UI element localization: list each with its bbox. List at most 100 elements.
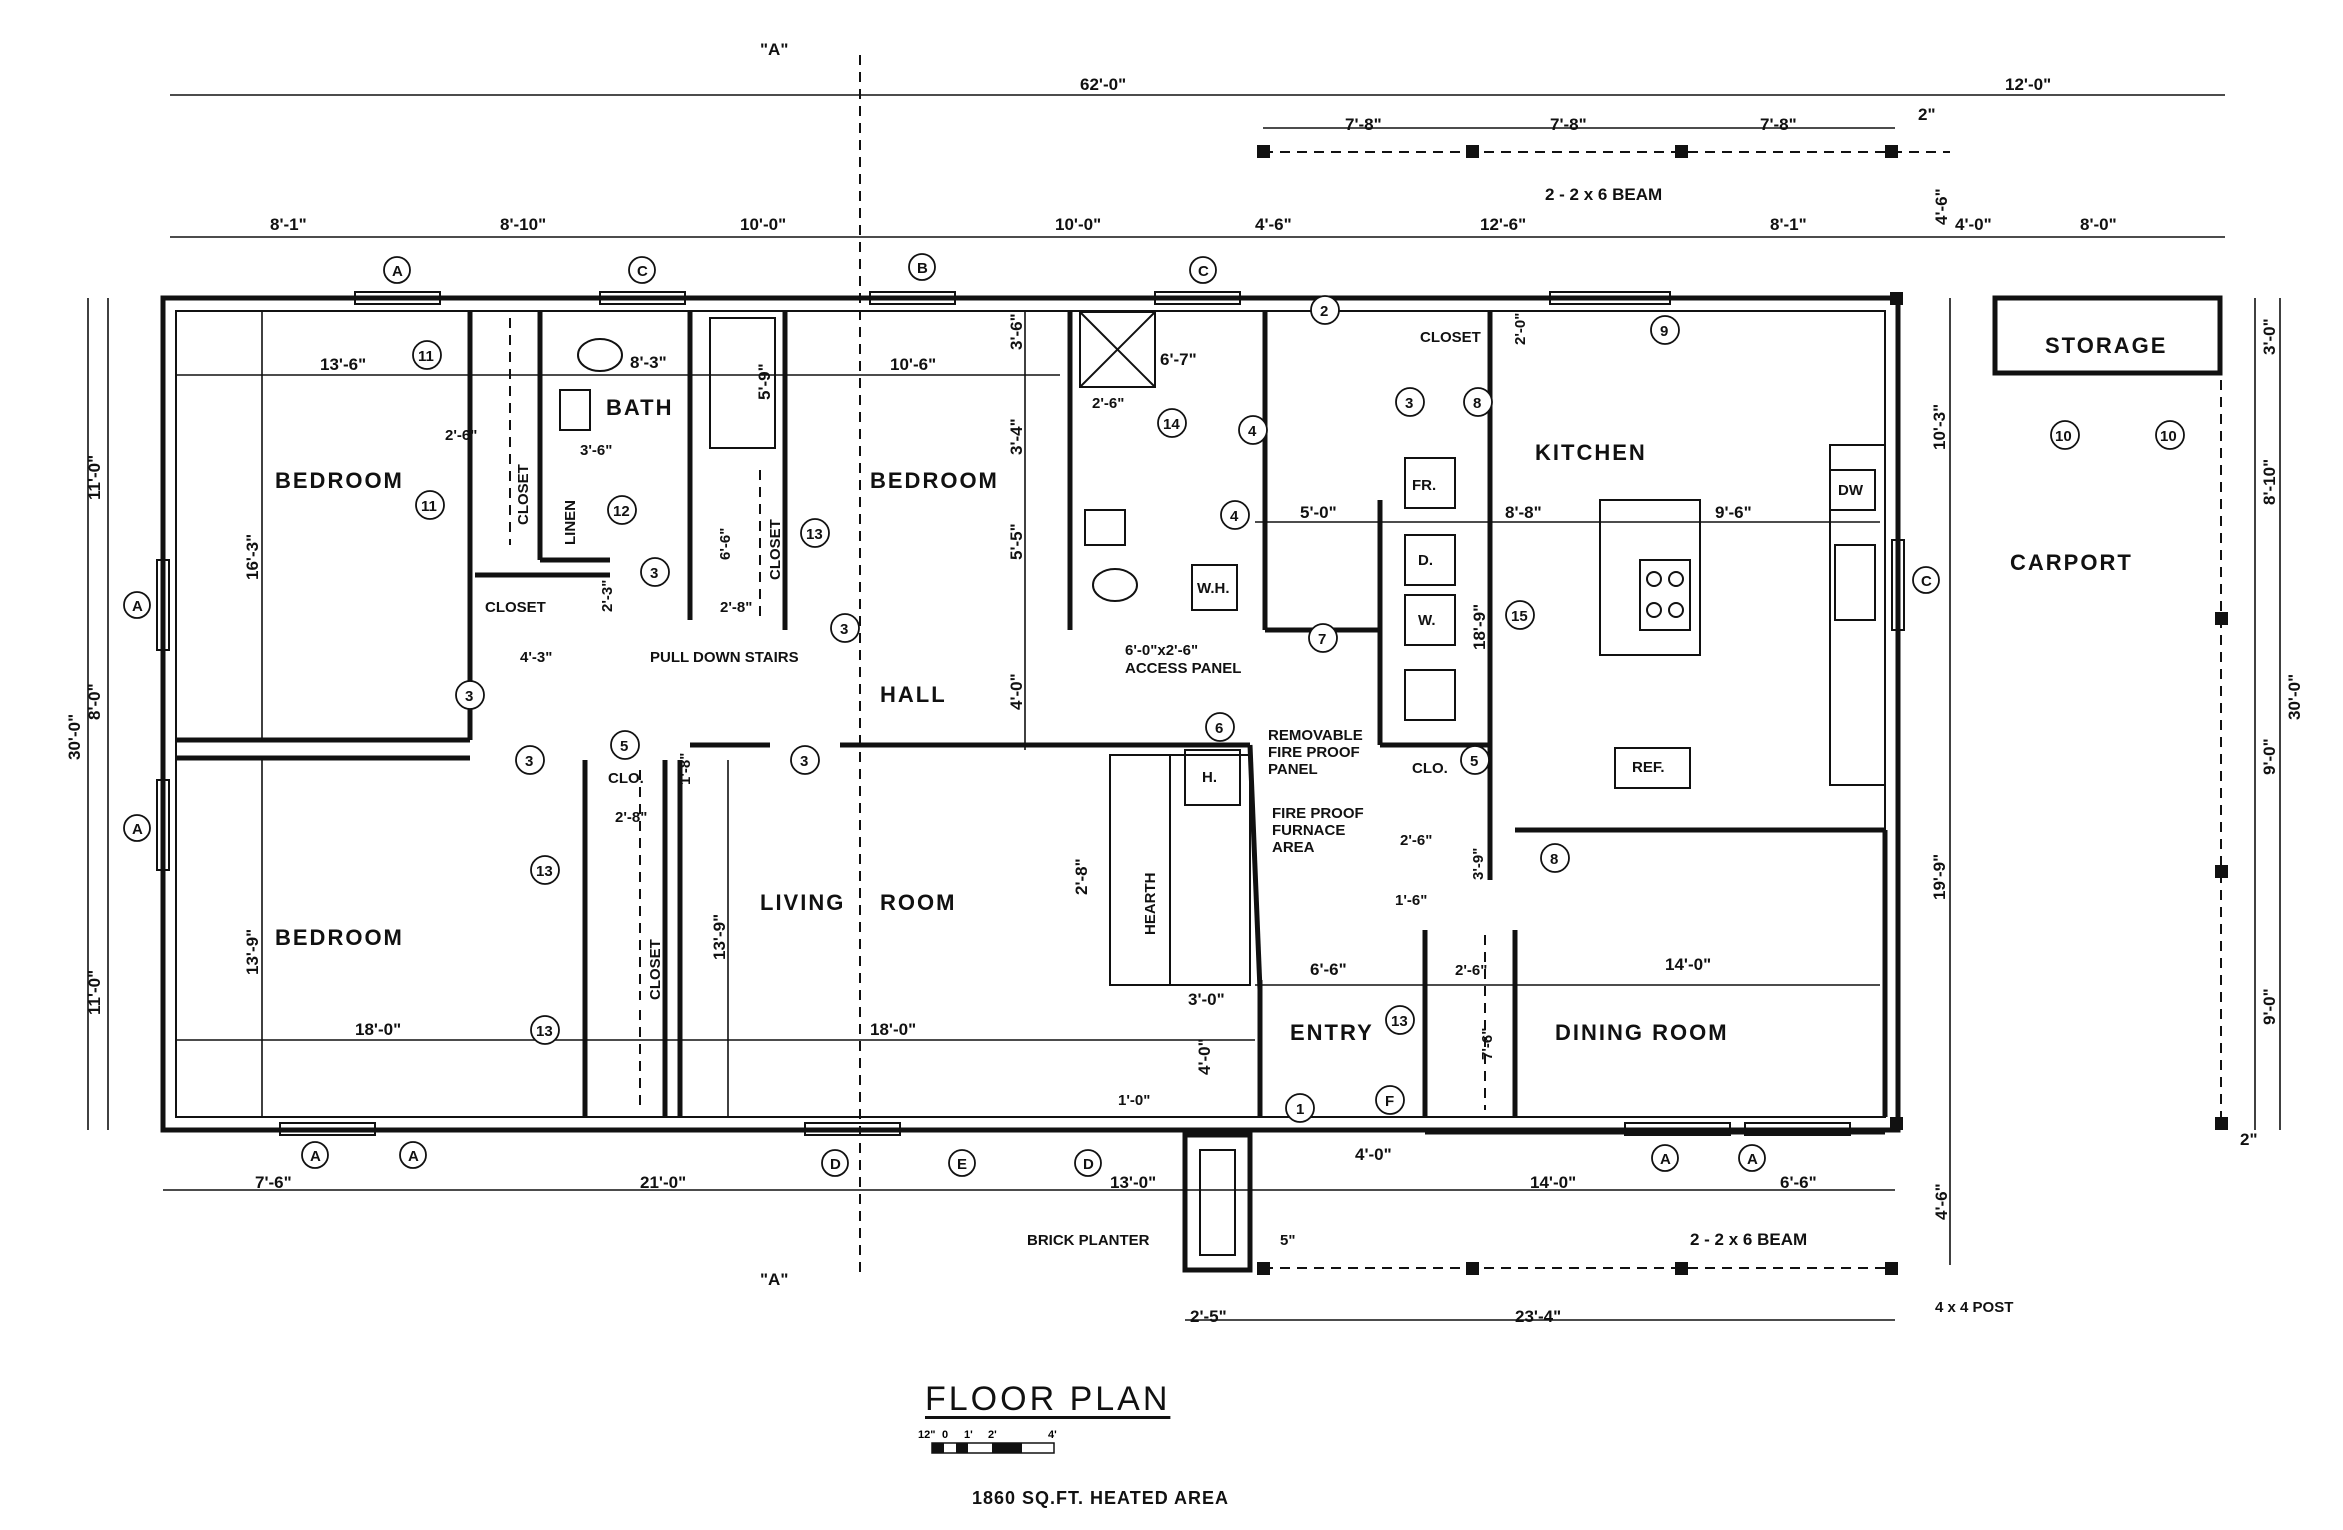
svg-text:C: C [1198,263,1209,280]
svg-text:21'-0": 21'-0" [640,1173,686,1192]
svg-text:5": 5" [1280,1232,1295,1249]
room-storage: STORAGE [2045,333,2167,358]
svg-text:9'-6": 9'-6" [1715,503,1752,522]
scale-label: 4' [1048,1429,1057,1441]
fireplace [1169,754,1251,986]
room-bedroom-sw: BEDROOM [275,925,404,950]
svg-text:13: 13 [536,863,553,880]
label-h: H. [1202,769,1217,786]
svg-text:3: 3 [840,621,848,638]
label-d: D. [1418,552,1433,569]
label-beam-top: 2 - 2 x 6 BEAM [1545,185,1662,204]
label-closet-bed2: CLOSET [647,939,664,1000]
svg-text:5: 5 [1470,753,1478,770]
svg-text:12'-0": 12'-0" [2005,75,2051,94]
svg-text:23'-4": 23'-4" [1515,1307,1561,1326]
svg-text:18'-0": 18'-0" [355,1020,401,1039]
svg-text:13'-9": 13'-9" [243,929,262,975]
brick-planter [1182,1132,1253,1273]
dimension-text: 62'-0" 12'-0" 7'-8" 7'-8" 7'-8" 2" 8'-1"… [65,75,2304,1326]
svg-text:8: 8 [1550,851,1558,868]
svg-text:3: 3 [1405,395,1413,412]
svg-text:1'-0": 1'-0" [1118,1092,1150,1109]
svg-text:3'-9": 3'-9" [1470,848,1487,880]
svg-text:A: A [1660,1151,1671,1168]
svg-text:8'-10": 8'-10" [2260,459,2279,505]
svg-text:15: 15 [1511,608,1528,625]
svg-text:11: 11 [421,498,437,515]
svg-text:14: 14 [1163,416,1180,433]
label-fr: FR. [1412,477,1436,494]
window-tags: A A A A A A A B C C C D D E [123,253,1940,1177]
washer [1404,594,1456,646]
label-dw: DW [1838,482,1864,499]
svg-text:D: D [830,1156,841,1173]
svg-text:13'-9": 13'-9" [710,914,729,960]
svg-text:2'-6": 2'-6" [445,427,477,444]
label-furnace-a: FIRE PROOF [1272,805,1364,822]
svg-text:2'-3": 2'-3" [599,580,616,612]
dryer [1404,534,1456,586]
label-closet-bed1: CLOSET [515,464,532,525]
svg-text:B: B [917,260,928,277]
section-marker-top: "A" [760,40,788,59]
svg-text:4'-6": 4'-6" [1932,1183,1951,1220]
svg-text:4'-0": 4'-0" [1007,673,1026,710]
svg-text:30'-0": 30'-0" [2285,674,2304,720]
label-linen: LINEN [562,500,579,545]
svg-text:8'-3": 8'-3" [630,353,667,372]
svg-text:6'-7": 6'-7" [1160,350,1197,369]
svg-text:3'-6": 3'-6" [1007,313,1026,350]
label-closet-bath: CLOSET [767,519,784,580]
svg-text:3: 3 [650,565,658,582]
svg-text:10'-0": 10'-0" [1055,215,1101,234]
svg-text:12'-6": 12'-6" [1480,215,1526,234]
svg-text:2'-6": 2'-6" [1400,832,1432,849]
svg-text:A: A [132,598,143,615]
svg-text:D: D [1083,1156,1094,1173]
scale-label: 12" [918,1429,935,1441]
svg-text:11: 11 [418,348,434,365]
water-heater [1191,564,1238,611]
svg-text:4: 4 [1248,423,1257,440]
closet-rods [509,318,1486,1110]
svg-text:4'-0": 4'-0" [1195,1038,1214,1075]
lavatory-2 [1084,509,1126,546]
label-post: 4 x 4 POST [1935,1299,2013,1316]
svg-text:8'-0": 8'-0" [2080,215,2117,234]
label-furnace-c: AREA [1272,839,1315,856]
exterior-wall [160,295,1901,1133]
svg-text:6'-6": 6'-6" [717,528,734,560]
svg-text:7'-6": 7'-6" [1479,1028,1496,1060]
svg-text:11'-0": 11'-0" [85,970,104,1015]
drawing-title: FLOOR PLAN [925,1380,1171,1418]
label-ref: REF. [1632,759,1665,776]
room-bedroom-n: BEDROOM [870,468,999,493]
door-tags: 2 3 3 3 3 3 3 4 4 5 5 6 7 8 8 9 10 10 11… [412,295,2185,1123]
svg-text:11'-0": 11'-0" [85,455,104,500]
storage-walls [1992,295,2223,376]
freezer [1404,457,1456,509]
laundry-sink [1404,669,1456,721]
label-brick-planter: BRICK PLANTER [1027,1232,1150,1249]
label-closet-bed1b: CLOSET [485,599,546,616]
label-access-b: ACCESS PANEL [1125,660,1241,677]
label-clo-hall: CLO. [608,770,644,787]
svg-text:5'-9": 5'-9" [755,363,774,400]
svg-text:4'-0": 4'-0" [1355,1145,1392,1164]
svg-text:14'-0": 14'-0" [1530,1173,1576,1192]
label-removable-a: REMOVABLE [1268,727,1363,744]
room-room: ROOM [880,890,956,915]
label-wh: W.H. [1197,580,1230,597]
svg-text:6'-6": 6'-6" [1780,1173,1817,1192]
svg-text:2: 2 [1320,303,1328,320]
hearth-box [1109,754,1171,986]
svg-text:A: A [1747,1151,1758,1168]
heated-area-note: 1860 SQ.FT. HEATED AREA [972,1488,1230,1508]
scale-label: 1' [964,1429,973,1441]
interior-walls [176,311,1888,1117]
svg-text:3'-4": 3'-4" [1007,418,1026,455]
svg-text:2'-8": 2'-8" [615,809,647,826]
scale-bar: 12" 0 1' 2' 4' [918,1429,1057,1454]
